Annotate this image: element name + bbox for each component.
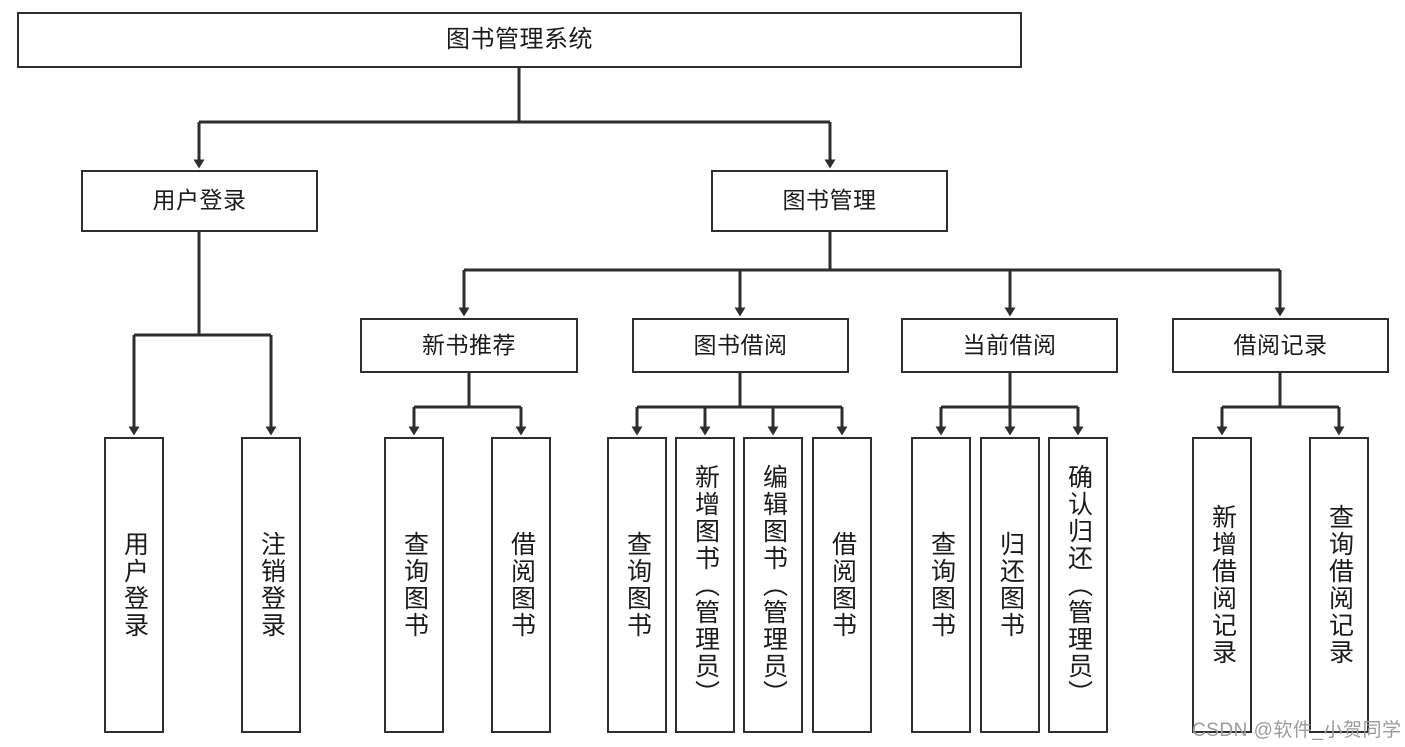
csdn-watermark: CSDN @软件_小贺同学 [1192, 720, 1402, 741]
node-label: 图书管理系统 [446, 25, 593, 53]
node-label: 新增图书（管理员） [691, 463, 720, 707]
node-label: 查询图书 [927, 531, 956, 639]
node-root-book-management-system[interactable]: 图书管理系统 [17, 12, 1022, 68]
node-leaf-add-book[interactable]: 新增图书（管理员） [675, 437, 735, 733]
node-book-management[interactable]: 图书管理 [711, 170, 948, 232]
node-label: 归还图书 [996, 531, 1025, 639]
node-label: 编辑图书（管理员） [759, 463, 788, 707]
node-user-login[interactable]: 用户登录 [81, 170, 318, 232]
node-leaf-edit-book[interactable]: 编辑图书（管理员） [743, 437, 803, 733]
node-leaf-query-borrow-record[interactable]: 查询借阅记录 [1309, 437, 1369, 733]
node-label: 图书借阅 [693, 331, 788, 358]
node-leaf-query-book-current[interactable]: 查询图书 [911, 437, 971, 733]
node-leaf-borrow-book[interactable]: 借阅图书 [812, 437, 872, 733]
node-borrow-record[interactable]: 借阅记录 [1172, 318, 1389, 373]
node-label: 借阅图书 [507, 531, 536, 639]
node-label: 确认归还（管理员） [1064, 463, 1093, 707]
node-label: 借阅记录 [1233, 331, 1328, 358]
node-new-book-recommend[interactable]: 新书推荐 [360, 318, 578, 373]
node-label: 借阅图书 [828, 531, 857, 639]
node-label: 图书管理 [782, 187, 877, 214]
node-label: 新书推荐 [422, 331, 516, 358]
node-leaf-query-book-borrow[interactable]: 查询图书 [607, 437, 667, 733]
node-leaf-logout[interactable]: 注销登录 [241, 437, 301, 733]
node-leaf-query-book-recommend[interactable]: 查询图书 [384, 437, 444, 733]
node-leaf-confirm-return[interactable]: 确认归还（管理员） [1048, 437, 1108, 733]
node-label: 查询图书 [623, 531, 652, 639]
node-label: 当前借阅 [962, 331, 1057, 358]
node-leaf-return-book[interactable]: 归还图书 [980, 437, 1040, 733]
node-label: 用户登录 [152, 187, 247, 214]
node-book-borrow[interactable]: 图书借阅 [632, 318, 849, 373]
node-leaf-user-login[interactable]: 用户登录 [104, 437, 164, 733]
node-label: 新增借阅记录 [1208, 504, 1237, 666]
node-leaf-borrow-book-recommend[interactable]: 借阅图书 [491, 437, 551, 733]
node-label: 注销登录 [257, 531, 286, 639]
node-label: 用户登录 [120, 531, 149, 639]
node-label: 查询图书 [400, 531, 429, 639]
node-label: 查询借阅记录 [1325, 504, 1354, 666]
node-current-borrow[interactable]: 当前借阅 [901, 318, 1118, 373]
node-leaf-add-borrow-record[interactable]: 新增借阅记录 [1192, 437, 1252, 733]
